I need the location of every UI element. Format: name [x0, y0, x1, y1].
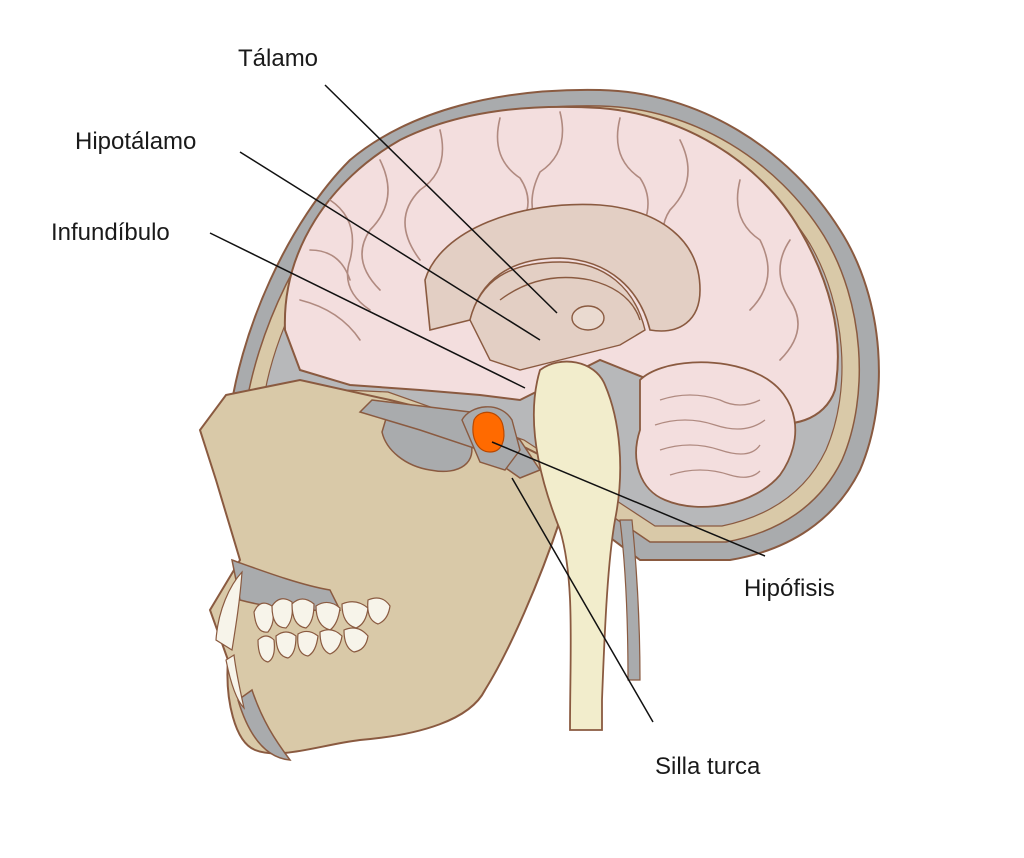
diencephalon: [469, 261, 646, 371]
corpus-callosum: [424, 203, 701, 332]
fornix: [499, 276, 641, 321]
cerebellum-folia: [654, 394, 766, 478]
facial-skeleton: [198, 378, 562, 755]
mandible-edge: [237, 688, 292, 761]
thalamus: [571, 305, 605, 331]
label-hipofisis: Hipófisis: [744, 575, 835, 602]
label-hipotalamo: Hipotálamo: [75, 128, 197, 155]
cerebellum: [635, 361, 797, 508]
label-silla-turca: Silla turca: [655, 753, 761, 780]
leader-line-infundibulo: [209, 232, 526, 389]
label-infundibulo: Infundíbulo: [51, 219, 170, 246]
leader-line-hipotalamo: [239, 151, 541, 341]
leader-line-hipofisis: [491, 441, 766, 557]
leader-line-talamo: [324, 84, 558, 314]
leader-line-silla-turca: [511, 477, 654, 723]
lower-teeth: [257, 627, 369, 663]
spinal-canal: [619, 519, 641, 681]
pituitary-gland: [472, 411, 505, 453]
brainstem: [533, 360, 622, 731]
upper-teeth: [253, 597, 391, 633]
label-talamo: Tálamo: [238, 45, 319, 72]
incisors: [215, 570, 246, 710]
